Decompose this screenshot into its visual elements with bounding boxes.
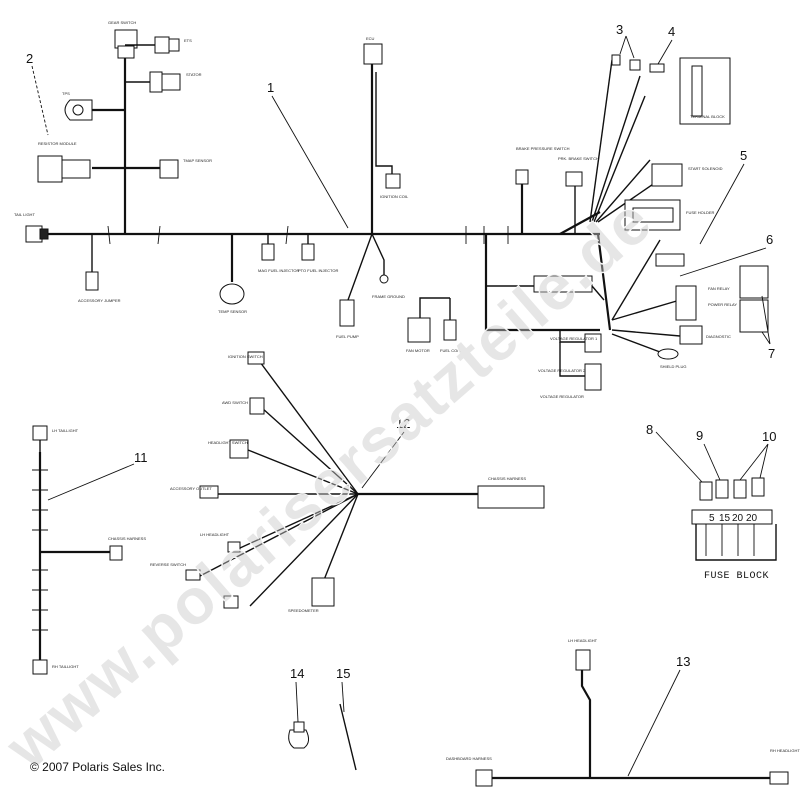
temp-sensor-label: TEMP SENSOR [218, 309, 247, 314]
callout-10: 10 [762, 429, 776, 444]
fuse-rating-1: 5 [709, 513, 715, 524]
ignition-switch-label: IGNITION SWITCH [228, 354, 263, 359]
ecu-label: ECU [366, 36, 375, 41]
cable-tie-part [339, 703, 357, 771]
callout-12: 12 [396, 416, 410, 431]
callout-13: 13 [676, 654, 690, 669]
lh-headlight-dash-label: LH HEADLIGHT [200, 532, 230, 537]
callout-14: 14 [290, 666, 304, 681]
fuse-rating-4: 20 [746, 513, 758, 524]
headlight-switch-label: HEADLIGHT SWITCH [208, 440, 248, 445]
awd-switch-label: AWD SWITCH [222, 400, 248, 405]
stator-label: STATOR [186, 72, 202, 77]
park-brake-switch-label: PRK. BRAKE SWITCH [558, 156, 599, 161]
shield-plug-label: SHIELD PLUG [660, 364, 686, 369]
fuse-rating-3: 20 [732, 513, 744, 524]
tail-light-label: TAIL LIGHT [14, 212, 35, 217]
fuse-holder-label: FUSE HOLDER [686, 210, 715, 215]
callout-1: 1 [267, 80, 274, 95]
frame-ground-label: FRAME GROUND [372, 294, 405, 299]
accessory-jumper-label: ACCESSORY JUMPER [78, 298, 121, 303]
rh-taillight-label: RH TAILLIGHT [52, 664, 79, 669]
fan-motor-label: FAN MOTOR [406, 348, 430, 353]
dashboard-harness: CHASSIS HARNESS IGNITION SWITCH AWD SWIT… [150, 351, 545, 613]
voltage-regulator-label: VOLTAGE REGULATOR [540, 394, 584, 399]
fan-relay-label: FAN RELAY [708, 286, 730, 291]
main-harness: TAIL LIGHT GEAR SWITCH ETS STATOR TPS TM… [14, 20, 769, 399]
ets-label: ETS [184, 38, 192, 43]
voltage-regulator-2-label: VOLTAGE REGULATOR 2 [538, 368, 586, 373]
fuel-coil-label: FUEL COIL [440, 348, 461, 353]
reverse-switch-label: REVERSE SWITCH [150, 562, 186, 567]
callout-8: 8 [646, 422, 653, 437]
chassis-harness: LH TAILLIGHT RH TAILLIGHT CHASSIS HARNES… [32, 425, 146, 675]
dashboard-harness-label: DASHBOARD HARNESS [446, 756, 492, 761]
start-solenoid-label: START SOLENOID [688, 166, 723, 171]
callout-5: 5 [740, 148, 747, 163]
gear-switch-label: GEAR SWITCH [108, 20, 136, 25]
callout-4: 4 [668, 24, 675, 39]
fuse-block: 5 15 20 20 FUSE BLOCK [691, 477, 777, 582]
callout-2: 2 [26, 51, 33, 66]
tmap-sensor-label: TMAP SENSOR [183, 158, 212, 163]
fuel-pump-label: FUEL PUMP [336, 334, 359, 339]
callout-3: 3 [616, 22, 623, 37]
mag-fuel-injector-label: MAG FUEL INJECTOR [258, 268, 299, 273]
callouts: 1 2 3 4 5 6 7 8 9 10 11 12 13 14 15 [26, 22, 776, 777]
grommet-part [288, 721, 310, 749]
tps-label: TPS [62, 91, 70, 96]
voltage-regulator-1-label: VOLTAGE REGULATOR 1 [550, 336, 598, 341]
power-relay-label: POWER RELAY [708, 302, 737, 307]
ignition-coil-label: IGNITION COIL [380, 194, 409, 199]
resistor-module-label: RESISTOR MODULE [38, 141, 77, 146]
callout-15: 15 [336, 666, 350, 681]
headlight-harness: DASHBOARD HARNESS RH HEADLIGHT LH HEADLI… [446, 638, 800, 787]
lh-headlight-label: LH HEADLIGHT [568, 638, 598, 643]
lh-taillight-label: LH TAILLIGHT [52, 428, 79, 433]
rh-headlight-label: RH HEADLIGHT [770, 748, 800, 753]
callout-9: 9 [696, 428, 703, 443]
terminal-block-label: TERMINAL BLOCK [690, 114, 725, 119]
fuse-block-label: FUSE BLOCK [704, 571, 769, 582]
callout-6: 6 [766, 232, 773, 247]
callout-7: 7 [768, 346, 775, 361]
callout-11: 11 [134, 450, 148, 465]
chassis-harness-label: CHASSIS HARNESS [488, 476, 526, 481]
copyright-text: © 2007 Polaris Sales Inc. [30, 760, 165, 774]
watermark-text: www.polarisersatzteile.de [0, 184, 666, 784]
brake-pressure-switch-label: BRAKE PRESSURE SWITCH [516, 146, 570, 151]
pto-fuel-injector-label: PTO FUEL INJECTOR [298, 268, 338, 273]
speedometer-label: SPEEDOMETER [288, 608, 319, 613]
fuse-rating-2: 15 [719, 513, 731, 524]
accessory-outlet-label: ACCESSORY OUTLET [170, 486, 212, 491]
chassis-harness-label-2: CHASSIS HARNESS [108, 536, 146, 541]
diagnostic-label: DIAGNOSTIC [706, 334, 731, 339]
